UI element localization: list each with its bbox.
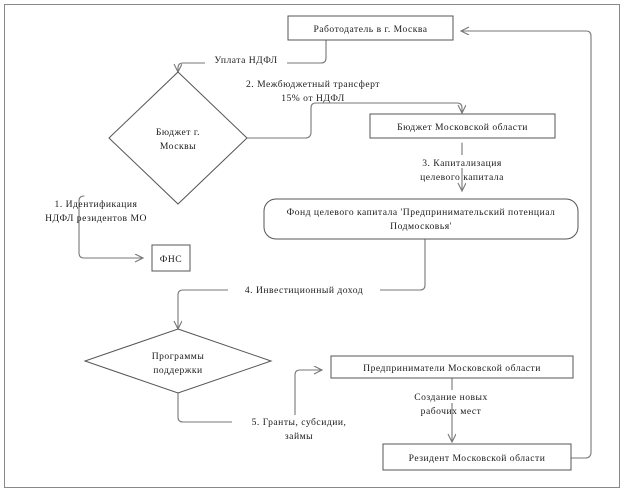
node-mo-budget-label: Бюджет Московской области xyxy=(397,122,528,133)
node-entrepreneurs[interactable] xyxy=(330,355,574,379)
edge-label-step-1-line1: 1. Идентификация xyxy=(55,199,138,210)
node-resident[interactable] xyxy=(382,443,572,471)
node-employer-label: Работодатель в г. Москва xyxy=(313,24,427,35)
page-border xyxy=(4,4,620,488)
node-mo-budget[interactable] xyxy=(369,113,556,139)
edge-label-step-3-line1: 3. Капитализация xyxy=(422,158,502,169)
edge-label-step-3-bg xyxy=(388,155,536,168)
edge-label-step-5-bg xyxy=(232,415,366,428)
edge-label-step-4-bg xyxy=(228,283,380,296)
node-endowment-fund-label-line1: Фонд целевого капитала 'Предпринимательс… xyxy=(287,207,556,218)
node-support-programs-label-line2: поддержки xyxy=(153,365,202,376)
edge-label-new-jobs-line2: рабочих мест xyxy=(421,406,482,417)
node-entrepreneurs-label: Предприниматели Московской области xyxy=(363,363,541,374)
edge-label-step-5-line2: займы xyxy=(285,431,313,442)
node-fns[interactable] xyxy=(151,244,191,272)
node-resident-label: Резидент Московской области xyxy=(409,453,546,464)
connector-resident-to-employer xyxy=(461,31,592,459)
node-moscow-budget[interactable] xyxy=(108,71,248,205)
edge-label-step-1-line2: НДФЛ резидентов МО xyxy=(45,213,147,224)
connector-moscow-budget-to-mo-budget xyxy=(246,102,462,139)
node-moscow-budget-label-line2: Москвы xyxy=(160,141,196,152)
edge-label-new-jobs-line1: Создание новых xyxy=(414,392,488,403)
edge-label-step-4: 4. Инвестиционный доход xyxy=(245,285,363,296)
node-employer[interactable] xyxy=(287,15,454,41)
edge-label-step-2-line2: 15% от НДФЛ xyxy=(281,93,345,104)
edge-label-step-2-line1: 2. Межбюджетный трансферт xyxy=(246,79,380,90)
node-support-programs[interactable] xyxy=(83,328,273,394)
node-endowment-fund-label-line2: Подмосковья' xyxy=(390,221,452,232)
node-fns-label: ФНС xyxy=(160,254,182,265)
connector-moscow-budget-to-fns xyxy=(78,195,143,258)
edge-label-new-jobs-bg xyxy=(392,390,510,403)
edge-label-step-3-line2: целевого капитала xyxy=(420,172,504,183)
edge-label-tax-payment: Уплата НДФЛ xyxy=(214,55,277,66)
edge-label-step-5-line1: 5. Гранты, субсидии, xyxy=(252,417,347,428)
node-support-programs-label-line1: Программы xyxy=(152,351,205,362)
node-endowment-fund[interactable] xyxy=(263,198,579,240)
edge-label-tax-payment-bg xyxy=(205,54,287,67)
edge-label-step-2-bg xyxy=(222,77,404,90)
node-moscow-budget-label-line1: Бюджет г. xyxy=(156,127,200,138)
